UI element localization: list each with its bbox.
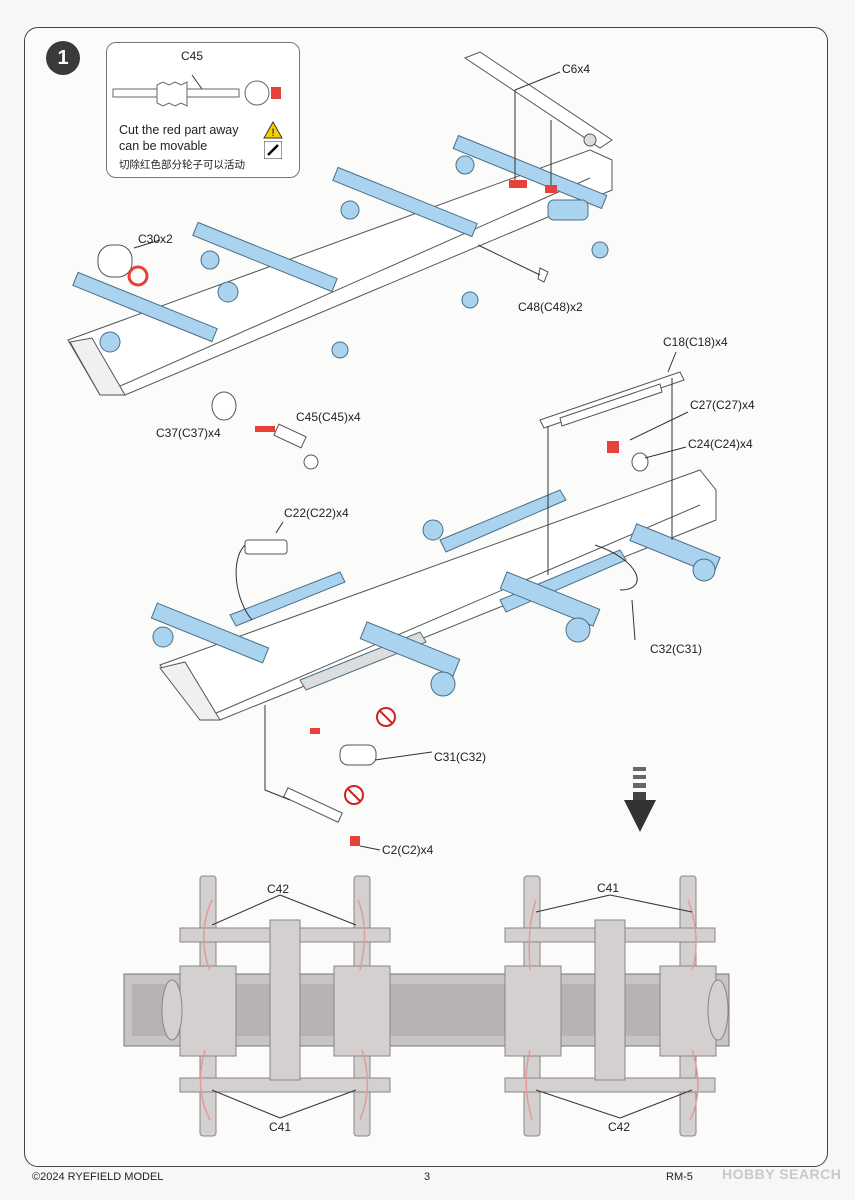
warning-triangle-icon: ! [263,121,283,139]
c31-part [339,744,377,766]
c27-part [607,441,619,453]
label-c42-top: C42 [267,882,290,896]
cut-note-box: C45 Cut the red part away can be movable… [106,42,300,178]
down-arrow-icon [624,767,656,832]
label-c48: C48(C48)x2 [518,300,583,314]
label-c32: C32(C31) [650,642,703,656]
label-c24: C24(C24)x4 [688,437,753,451]
lower-axles [150,519,721,697]
c45-drawing [112,74,281,107]
footer-page-number: 3 [424,1171,431,1183]
label-c37: C37(C37)x4 [156,426,221,440]
label-c45: C45(C45)x4 [296,410,361,424]
step-number-badge: 1 [46,41,80,75]
footer-copyright: ©2024 RYEFIELD MODEL [32,1171,164,1183]
note-text-chinese: 切除红色部分轮子可以活动 [119,159,245,171]
watermark: HOBBY SEARCH [722,1166,842,1182]
svg-text:!: ! [271,127,274,139]
bottom-render [123,875,730,1137]
upper-axles [72,134,609,359]
label-c31: C31(C32) [434,750,487,764]
c48-part [537,267,549,283]
c37-part [211,391,237,421]
hobby-knife-icon [264,141,282,159]
label-c41-bottom: C41 [269,1120,292,1134]
footer-product-code: RM-5 [666,1171,693,1183]
label-c2: C2(C2)x4 [382,843,434,857]
cut-mark [545,185,557,193]
no-glue-icon [376,707,396,727]
note-text-line-1: Cut the red part away [119,123,239,137]
label-c41-top: C41 [597,881,620,895]
label-c27: C27(C27)x4 [690,398,755,412]
label-c30: C30x2 [138,232,173,246]
c6-crossmember [463,51,613,149]
cut-mark [509,180,527,188]
label-c42-bottom: C42 [608,1120,631,1134]
label-c22: C22(C22)x4 [284,506,349,520]
c30-part [97,244,149,287]
c45-part [255,423,319,470]
c22-part [244,539,288,555]
label-c18: C18(C18)x4 [663,335,728,349]
c2-part [283,787,360,846]
c24-part [631,452,649,472]
note-part-label: C45 [181,49,204,63]
lower-chassis [159,469,717,721]
label-c6: C6x4 [562,62,591,76]
c18-spring [539,371,685,429]
note-text-line-2: can be movable [119,139,208,153]
no-glue-icon [344,785,364,805]
